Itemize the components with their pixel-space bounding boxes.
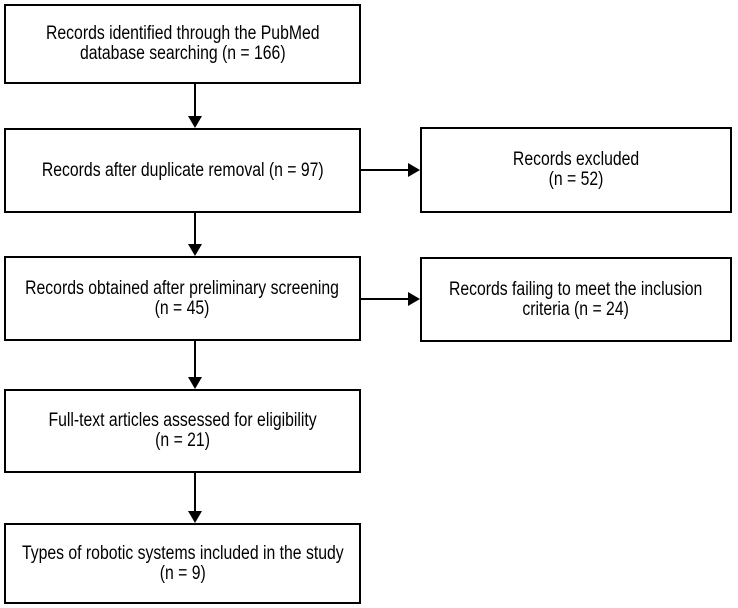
- box-text: Records obtained after preliminary scree…: [25, 277, 340, 319]
- text-line: Types of robotic systems included in the…: [21, 542, 344, 564]
- connector-down-3: [194, 341, 196, 378]
- arrowhead-down-4: [188, 511, 202, 523]
- text-line: criteria (n = 24): [522, 298, 630, 320]
- text-line: Full-text articles assessed for eligibil…: [48, 410, 317, 431]
- text-line: Records after duplicate removal (n = 97): [41, 159, 324, 181]
- text-line: Records identified through the PubMed: [45, 23, 320, 44]
- arrowhead-down-2: [188, 244, 202, 256]
- arrowhead-down-1: [188, 116, 202, 128]
- box-text: Full-text articles assessed for eligibil…: [48, 411, 316, 451]
- box-text: Types of robotic systems included in the…: [21, 542, 344, 584]
- connector-down-4: [194, 473, 196, 512]
- flow-box-preliminary-screening: Records obtained after preliminary scree…: [4, 256, 361, 341]
- box-text: Records identified through the PubMed da…: [46, 24, 320, 64]
- flow-box-included-systems: Types of robotic systems included in the…: [4, 523, 361, 604]
- text-line: Records excluded: [512, 149, 640, 170]
- text-line: Records obtained after preliminary scree…: [25, 277, 340, 299]
- connector-right-1: [361, 169, 409, 171]
- flow-box-records-excluded: Records excluded (n = 52): [420, 127, 732, 213]
- arrowhead-down-3: [188, 377, 202, 389]
- box-text: Records after duplicate removal (n = 97): [41, 159, 324, 181]
- arrowhead-right-1: [408, 163, 420, 177]
- arrowhead-right-2: [408, 292, 420, 306]
- text-line: (n = 9): [159, 562, 206, 584]
- flow-box-fulltext-eligibility: Full-text articles assessed for eligibil…: [4, 389, 361, 473]
- flow-box-inclusion-failure: Records failing to meet the inclusion cr…: [420, 257, 732, 342]
- box-text: Records failing to meet the inclusion cr…: [449, 278, 703, 320]
- flow-box-duplicate-removal: Records after duplicate removal (n = 97): [4, 128, 361, 213]
- text-line: database searching (n = 166): [79, 43, 286, 64]
- flow-box-identification: Records identified through the PubMed da…: [4, 4, 361, 84]
- box-text: Records excluded (n = 52): [513, 150, 639, 190]
- text-line: (n = 52): [548, 169, 604, 190]
- text-line: (n = 45): [155, 297, 210, 319]
- connector-down-1: [194, 84, 196, 117]
- connector-right-2: [361, 298, 409, 300]
- connector-down-2: [194, 213, 196, 245]
- text-line: (n = 21): [155, 430, 210, 451]
- text-line: Records failing to meet the inclusion: [449, 278, 703, 300]
